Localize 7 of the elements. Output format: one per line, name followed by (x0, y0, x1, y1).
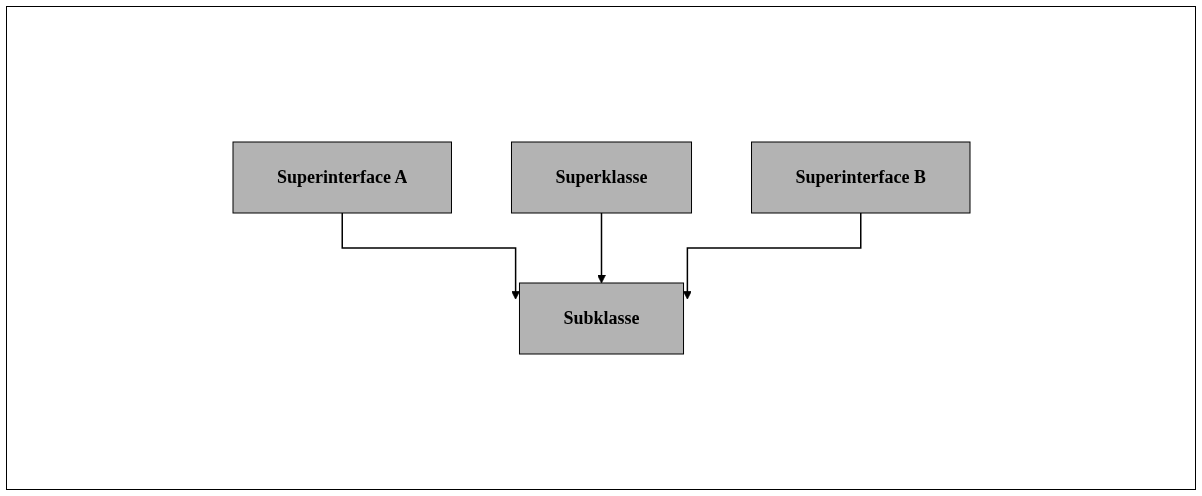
node-box: Superklasse (510, 141, 692, 214)
arrow (596, 212, 606, 284)
node-box: Subklasse (518, 282, 684, 355)
arrow (682, 212, 861, 300)
node-box: Superinterface A (232, 141, 452, 214)
node-box: Superinterface B (750, 141, 970, 214)
arrow (341, 212, 520, 300)
